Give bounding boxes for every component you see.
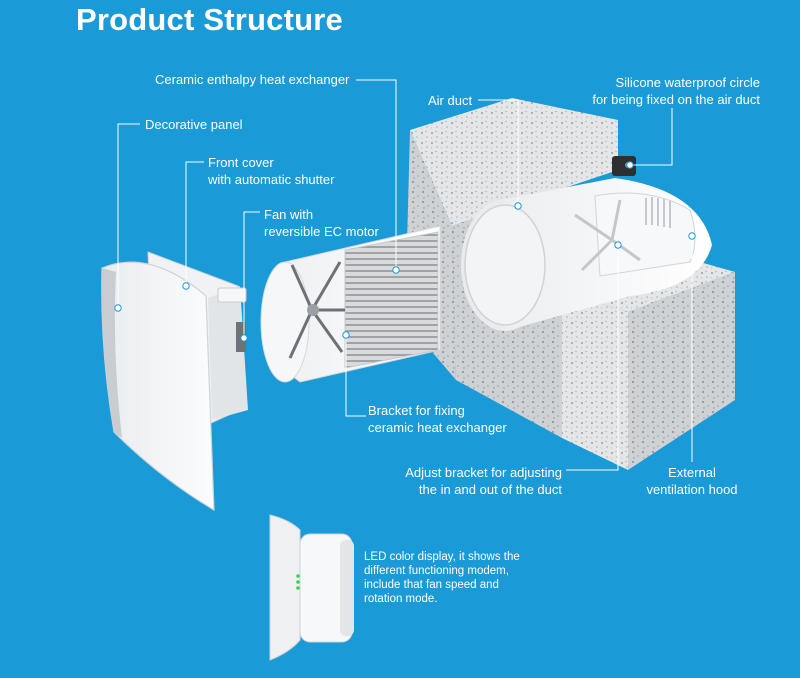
led-light [296,574,300,578]
leader-silicone [630,108,673,166]
led-indicator-lights [296,574,300,590]
label-silicone: Silicone waterproof circle for being fix… [570,74,760,108]
leader-fan [243,211,260,338]
label-hood-line-1: External [668,465,716,480]
led-unit [269,514,354,661]
leader-dots [114,161,696,342]
leader-ceramic [356,79,397,270]
label-hood-line-2: ventilation hood [646,482,738,497]
label-adjust-bracket: Adjust bracket for adjusting the in and … [380,464,562,498]
leader-decorative [117,123,140,308]
label-silicone-line-2: for being fixed on the air duct [592,92,760,107]
leader-adjust [566,245,619,471]
label-air-duct: Air duct [428,93,473,108]
label-led-display: LED color display, it shows the differen… [364,550,520,606]
label-front-cover-line-1: Front cover [208,155,274,170]
label-adjust-line-2: the in and out of the duct [418,482,562,497]
label-decorative-panel: Decorative panel [145,117,243,132]
label-ceramic: Ceramic enthalpy heat exchanger [155,72,350,87]
leader-lines [117,79,693,471]
label-bracket-line-1: Bracket for fixing [368,403,465,418]
label-silicone-line-1: Silicone waterproof circle [615,75,760,90]
label-fan-line-1: Fan with [264,207,314,222]
label-led-line-4: rotation mode. [364,593,438,605]
label-bracket: Bracket for fixing ceramic heat exchange… [368,402,507,436]
label-front-cover: Front cover with automatic shutter [208,154,334,188]
label-bracket-line-2: ceramic heat exchanger [368,420,507,435]
label-led-line-1: LED color display, it shows the [364,551,520,563]
leader-bracket [345,335,366,417]
heat-exchanger-part [260,225,441,383]
label-front-cover-line-2: with automatic shutter [208,172,335,187]
page-title: Product Structure [76,2,343,37]
label-led-line-3: include that fan speed and [364,579,499,591]
wall-block [405,98,735,470]
label-fan-line-2: reversible EC motor [264,224,379,239]
led-light [296,586,300,590]
label-adjust-line-1: Adjust bracket for adjusting [405,465,562,480]
leader-air-duct [478,99,519,206]
led-light [296,580,300,584]
leader-front-cover [185,161,204,286]
decorative-panel-part [101,261,215,512]
label-hood: External ventilation hood [640,464,744,498]
label-led-line-2: different functioning modem, [364,565,509,577]
label-fan: Fan with reversible EC motor [264,206,379,240]
